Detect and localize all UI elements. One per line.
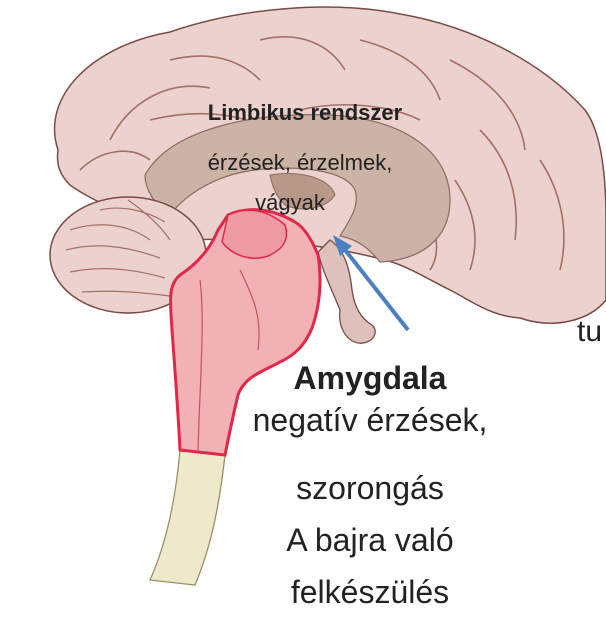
- spinal-cord: [150, 450, 225, 585]
- amygdala-description-line1: negatív érzések,: [240, 402, 500, 439]
- limbic-title: Limbikus rendszer: [170, 100, 440, 126]
- amygdala-title: Amygdala: [260, 360, 480, 397]
- cropped-text-fragment: tu: [577, 315, 602, 349]
- amygdala-description-line3: A bajra való: [240, 522, 500, 559]
- limbic-description-line1: érzések, érzelmek,: [150, 150, 450, 176]
- limbic-description-line2: vágyak: [220, 190, 360, 216]
- amygdala-description-line2: szorongás: [240, 470, 500, 507]
- amygdala-description-line4: felkészülés: [240, 574, 500, 611]
